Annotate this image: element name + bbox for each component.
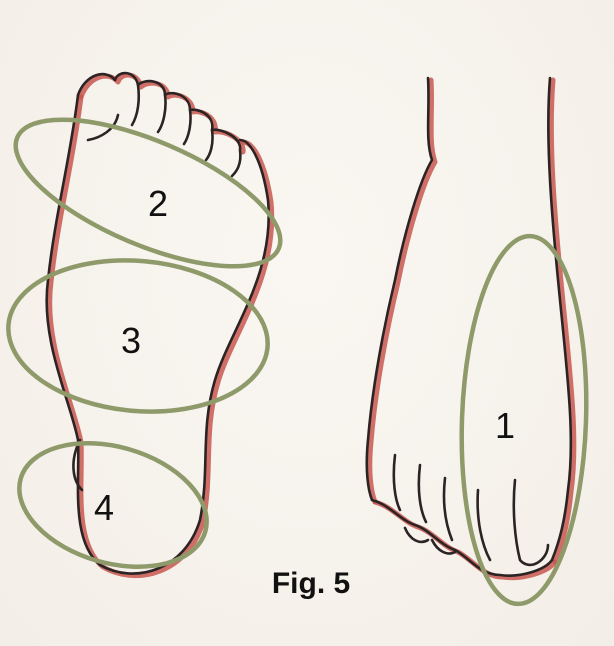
figure-caption: Fig. 5 <box>272 567 350 600</box>
foot-sole-drawing <box>47 73 272 576</box>
foot-side-drawing <box>367 78 574 578</box>
zone-2-label: 2 <box>148 183 168 224</box>
zone-3-label: 3 <box>121 320 141 361</box>
zone-4-label: 4 <box>94 487 114 528</box>
zone-1-label: 1 <box>495 405 515 446</box>
